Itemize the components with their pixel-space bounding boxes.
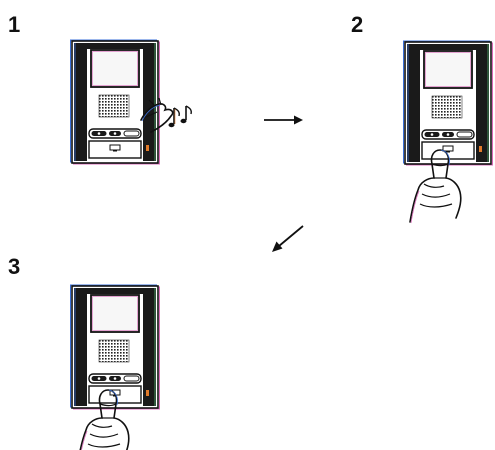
step-number-1: 1 <box>8 12 21 37</box>
step-number-3: 3 <box>8 254 21 279</box>
ringing-indicator <box>140 97 174 133</box>
step-number-2: 2 <box>351 12 364 37</box>
intercom-unit-step3 <box>69 284 161 410</box>
arrow-right-icon <box>264 115 303 125</box>
arrow-down-left-icon <box>272 225 304 252</box>
music-note-icon <box>168 105 192 128</box>
intercom-unit-step2 <box>402 40 494 166</box>
intercom-unit-step1 <box>69 39 161 165</box>
